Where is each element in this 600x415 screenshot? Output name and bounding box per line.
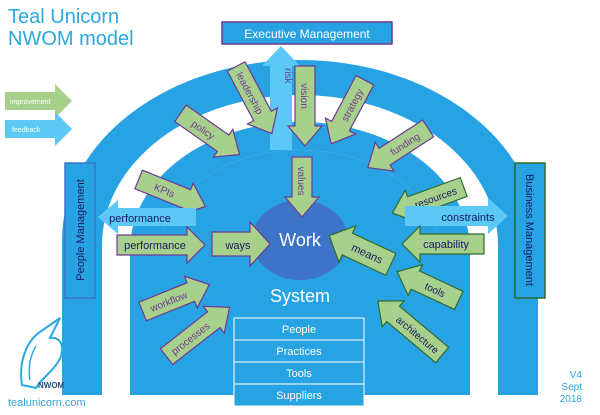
stack-item: Suppliers bbox=[276, 390, 322, 402]
version-label: V4 bbox=[569, 370, 582, 381]
means-arrow bbox=[328, 224, 397, 277]
version-year: 2018 bbox=[559, 394, 582, 405]
title-line-1: Teal Unicorn bbox=[8, 6, 120, 28]
work-circle bbox=[252, 200, 348, 280]
system-label: System bbox=[270, 286, 330, 306]
constraints-label: constraints bbox=[441, 212, 495, 224]
capability-arrow bbox=[401, 224, 485, 264]
risk-label: risk bbox=[282, 68, 293, 85]
policy-arrow bbox=[173, 104, 241, 158]
executive-label: Executive Management bbox=[244, 27, 370, 41]
performance-feedback-label: performance bbox=[109, 213, 171, 225]
improvement-legend-arrow bbox=[5, 84, 72, 118]
leadership-arrow bbox=[226, 60, 279, 135]
business-label: Business Management bbox=[523, 174, 535, 286]
tools-arrow bbox=[396, 263, 464, 311]
people-box bbox=[64, 162, 96, 299]
constraints-feedback-arrow bbox=[405, 198, 508, 234]
strategy-arrow bbox=[324, 74, 375, 145]
people-label: People Management bbox=[75, 179, 87, 281]
performance-improvement-label: performance bbox=[124, 240, 186, 252]
improvement-legend-label: improvement bbox=[10, 99, 51, 106]
stack-item: People bbox=[282, 324, 316, 336]
title-line-2: NWOM model bbox=[8, 28, 134, 50]
vision-arrow bbox=[286, 65, 324, 147]
workflow-arrow bbox=[138, 275, 211, 322]
values-label: values bbox=[295, 167, 306, 196]
executive-box bbox=[221, 21, 393, 45]
work-label: Work bbox=[279, 230, 322, 250]
version-month: Sept bbox=[561, 382, 582, 393]
logo-brand: NWOM bbox=[38, 381, 65, 390]
bottom-stack: People Practices Tools Suppliers bbox=[233, 317, 365, 407]
ways-arrow bbox=[211, 220, 271, 268]
stack-item: Practices bbox=[276, 346, 322, 358]
processes-arrow bbox=[159, 305, 231, 366]
performance-feedback-arrow bbox=[98, 200, 196, 234]
values-arrow bbox=[283, 156, 321, 218]
business-box bbox=[514, 162, 546, 299]
ways-label: ways bbox=[224, 240, 251, 252]
funding-arrow bbox=[367, 119, 435, 172]
performance-improvement-arrow bbox=[116, 225, 206, 265]
feedback-legend-arrow bbox=[5, 112, 72, 146]
feedback-legend-label: feedback bbox=[12, 127, 41, 134]
stack-item: Tools bbox=[286, 368, 312, 380]
site-link[interactable]: tealunicorn.com bbox=[8, 397, 86, 409]
vision-label: vision bbox=[298, 83, 309, 109]
capability-label: capability bbox=[423, 239, 469, 251]
architecture-arrow bbox=[377, 300, 450, 364]
unicorn-logo: NWOM bbox=[20, 317, 65, 390]
